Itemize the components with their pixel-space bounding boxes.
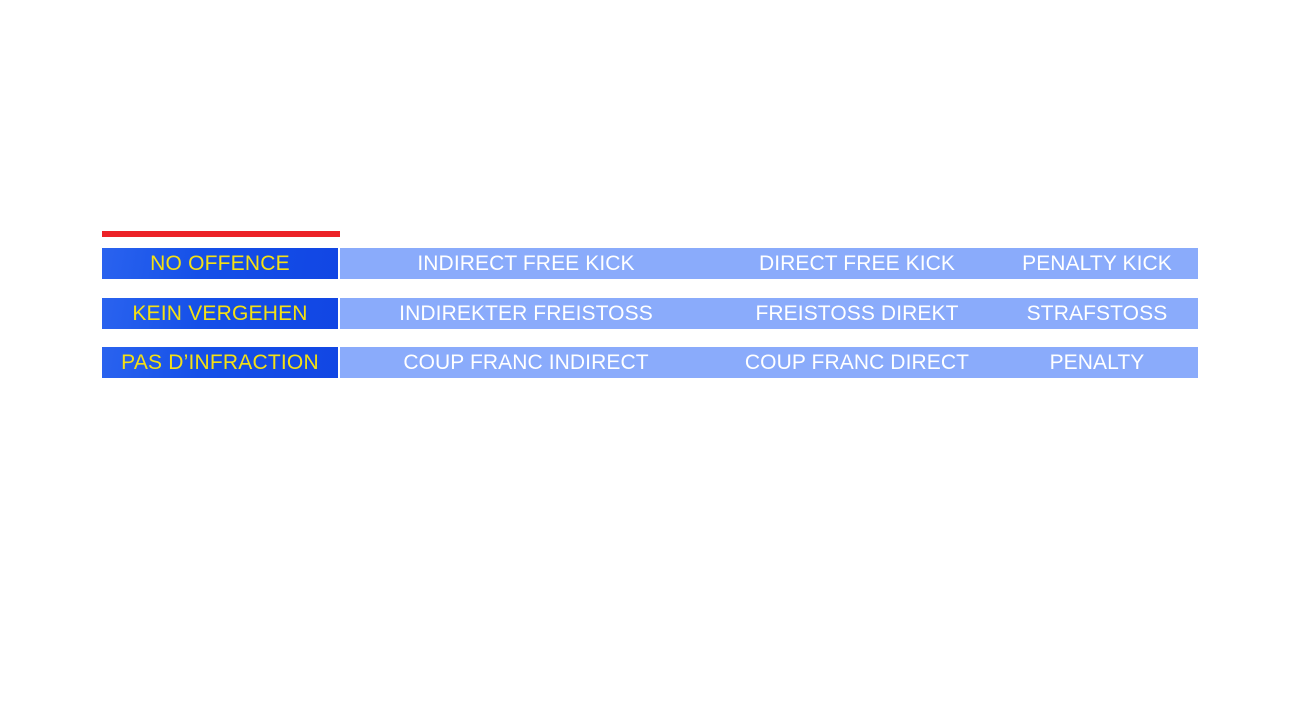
option-coup-franc-indirect[interactable]: COUP FRANC INDIRECT — [403, 350, 649, 374]
row-gutter — [338, 248, 340, 279]
row-label-kein-vergehen[interactable]: KEIN VERGEHEN — [102, 298, 338, 329]
row-gutter — [338, 298, 340, 329]
option-direct-free-kick[interactable]: DIRECT FREE KICK — [758, 251, 956, 275]
option-indirekter-freistoss[interactable]: INDIREKTER FREISTOSS — [399, 301, 653, 325]
option-strafstoss[interactable]: STRAFSTOSS — [1026, 301, 1168, 325]
table-row: NO OFFENCE INDIRECT FREE KICK DIRECT FRE… — [102, 248, 1198, 279]
row-options-strip: INDIREKTER FREISTOSS FREISTOSS DIREKT ST… — [340, 298, 1198, 329]
table-row: KEIN VERGEHEN INDIREKTER FREISTOSS FREIS… — [102, 298, 1198, 329]
row-gutter — [338, 347, 340, 378]
row-options-strip: INDIRECT FREE KICK DIRECT FREE KICK PENA… — [340, 248, 1198, 279]
red-accent-rule — [102, 231, 340, 237]
row-label-no-offence[interactable]: NO OFFENCE — [102, 248, 338, 279]
option-penalty-kick[interactable]: PENALTY KICK — [1022, 251, 1172, 275]
option-indirect-free-kick[interactable]: INDIRECT FREE KICK — [417, 251, 635, 275]
row-options-strip: COUP FRANC INDIRECT COUP FRANC DIRECT PE… — [340, 347, 1198, 378]
row-label-pas-d-infraction[interactable]: PAS D’INFRACTION — [102, 347, 338, 378]
option-coup-franc-direct[interactable]: COUP FRANC DIRECT — [744, 350, 970, 374]
option-freistoss-direkt[interactable]: FREISTOSS DIREKT — [755, 301, 959, 325]
option-penalty[interactable]: PENALTY — [1049, 350, 1145, 374]
table-row: PAS D’INFRACTION COUP FRANC INDIRECT COU… — [102, 347, 1198, 378]
